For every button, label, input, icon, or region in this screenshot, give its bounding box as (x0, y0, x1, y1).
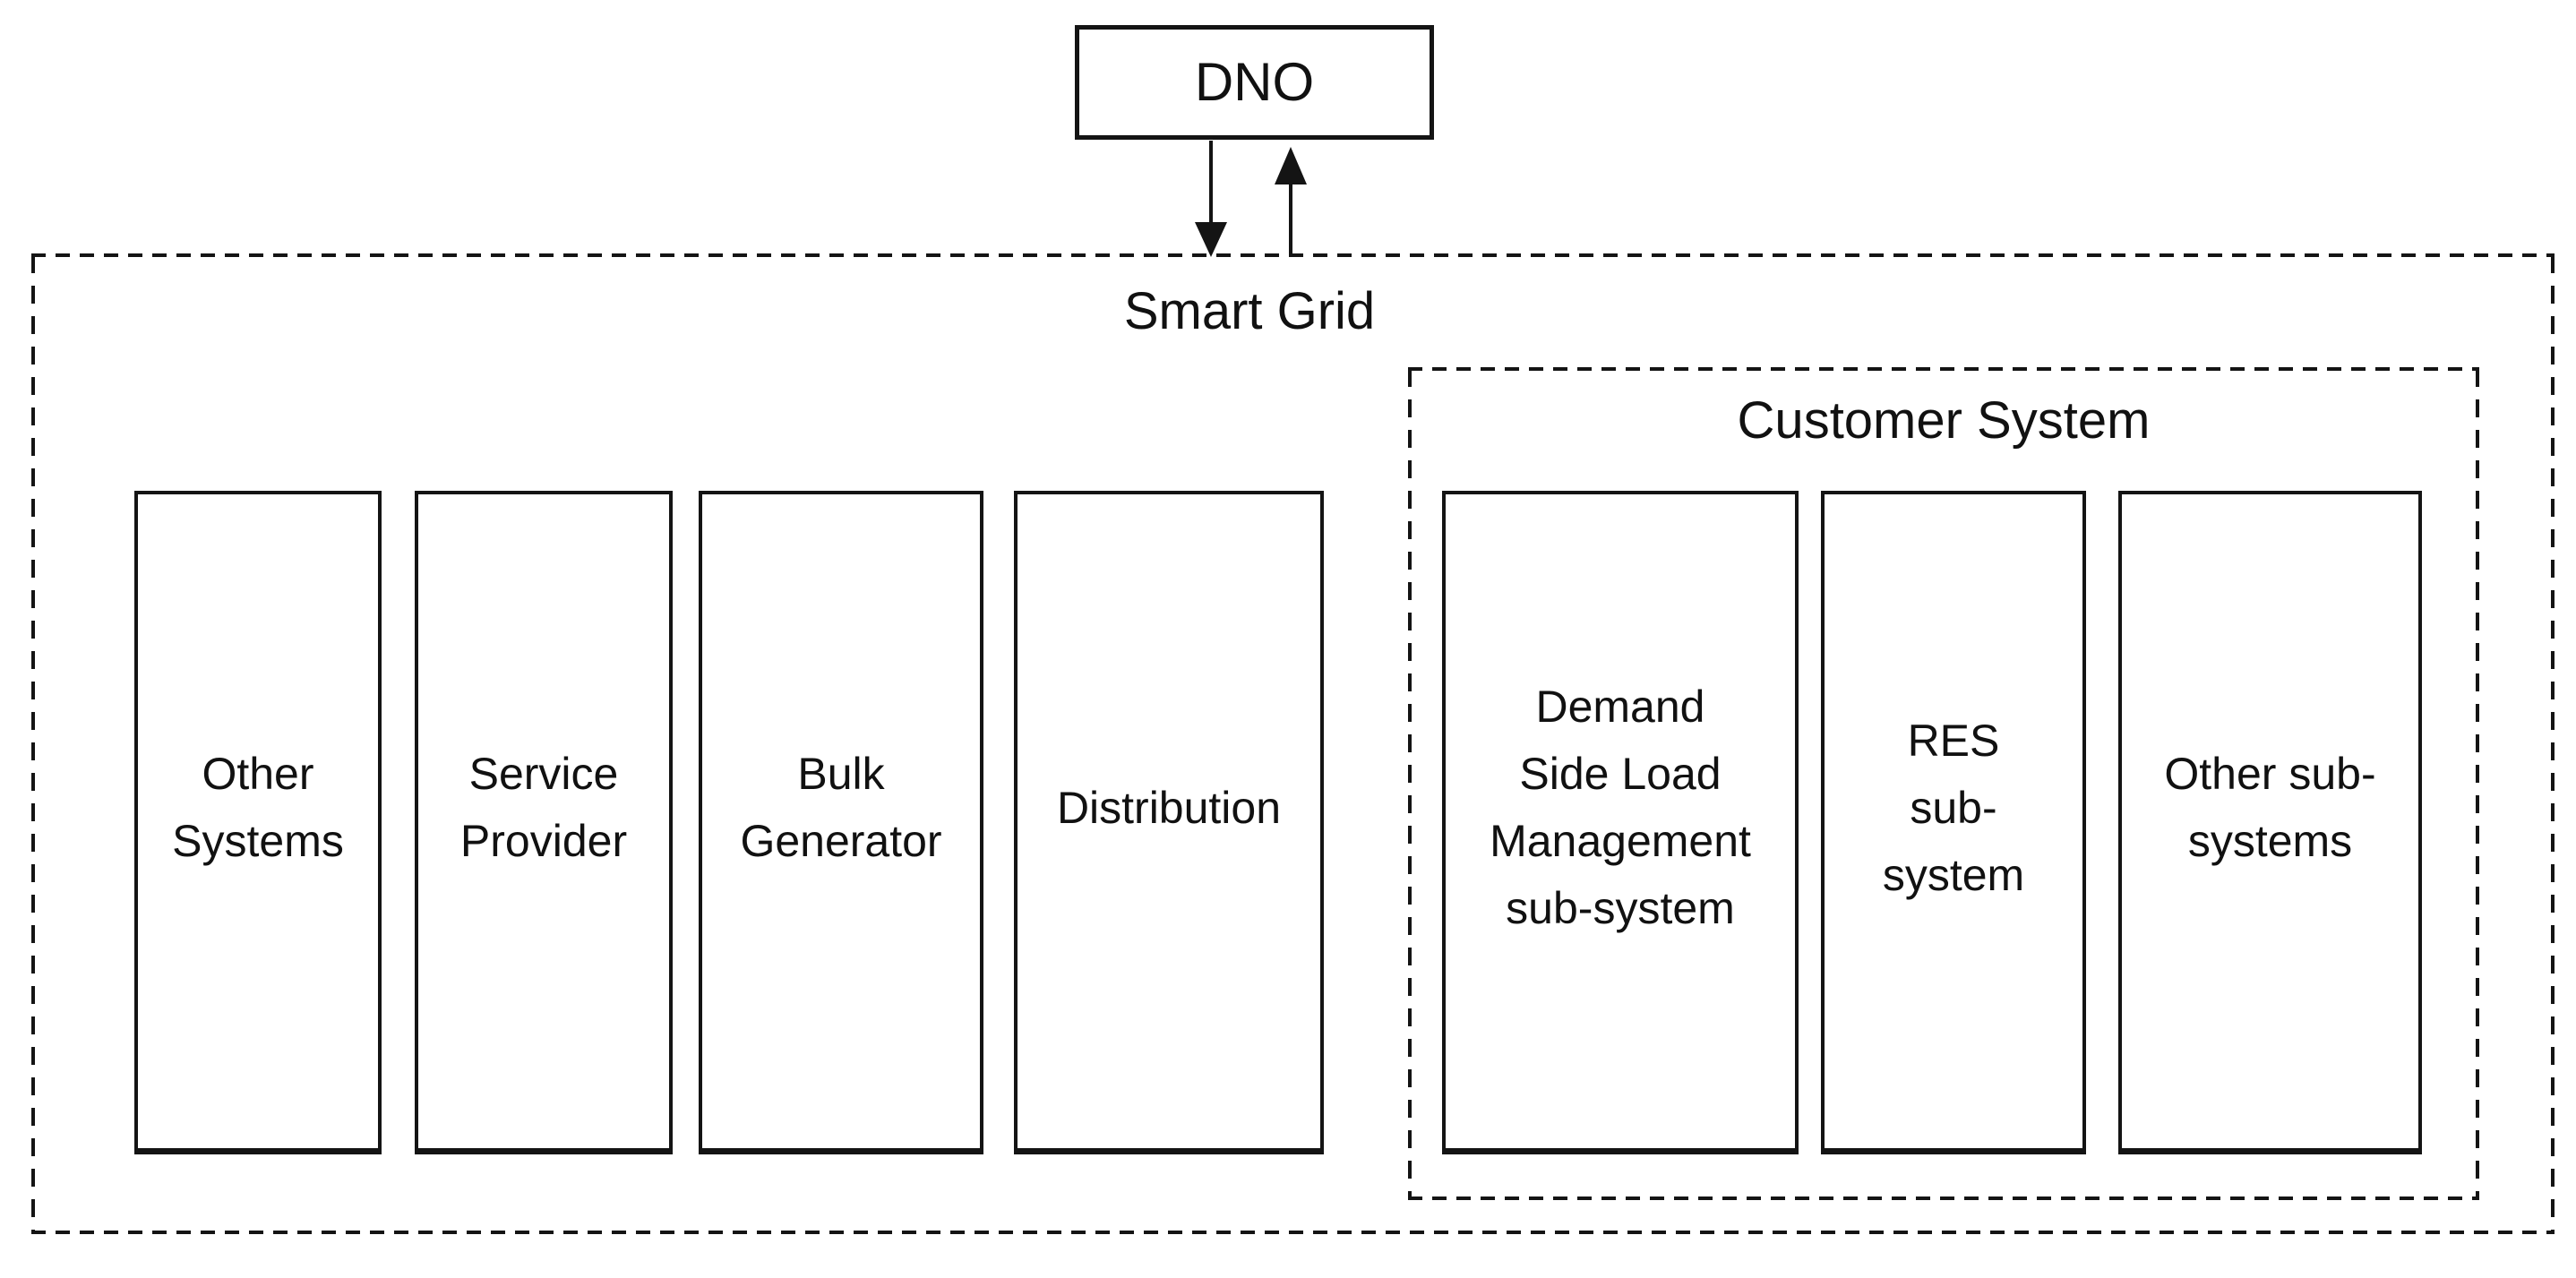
box-res-sub-system: RES sub- system (1821, 491, 2086, 1154)
arrow-smart-grid-to-dno (1275, 147, 1307, 254)
arrow-dno-to-smart-grid (1195, 141, 1227, 257)
box-other-systems: Other Systems (134, 491, 382, 1154)
box-other-sub-systems: Other sub- systems (2118, 491, 2422, 1154)
box-distribution-label: Distribution (1056, 782, 1282, 833)
box-bulk-generator-label: Bulk Generator (740, 749, 942, 866)
box-distribution: Distribution (1014, 491, 1324, 1154)
box-bulk-generator: Bulk Generator (699, 491, 983, 1154)
arrow-down-head-icon (1195, 222, 1227, 257)
box-demand-side-load-management-sub-system: Demand Side Load Management sub-system (1442, 491, 1799, 1154)
box-other-sub-systems-label: Other sub- systems (2164, 749, 2376, 866)
customer-system-title: Customer System (1737, 391, 2151, 450)
box-res-sub-system-label: RES sub- system (1882, 715, 2025, 900)
box-service-provider-label: Service Provider (459, 749, 628, 866)
dno-box: DNO (1075, 25, 1434, 140)
dno-label: DNO (1194, 52, 1315, 112)
smart-grid-title: Smart Grid (1123, 282, 1376, 340)
box-demand-side-load-management-label: Demand Side Load Management sub-system (1490, 682, 1751, 933)
arrow-up-head-icon (1275, 147, 1307, 184)
box-other-systems-label: Other Systems (172, 749, 344, 866)
box-service-provider: Service Provider (415, 491, 673, 1154)
